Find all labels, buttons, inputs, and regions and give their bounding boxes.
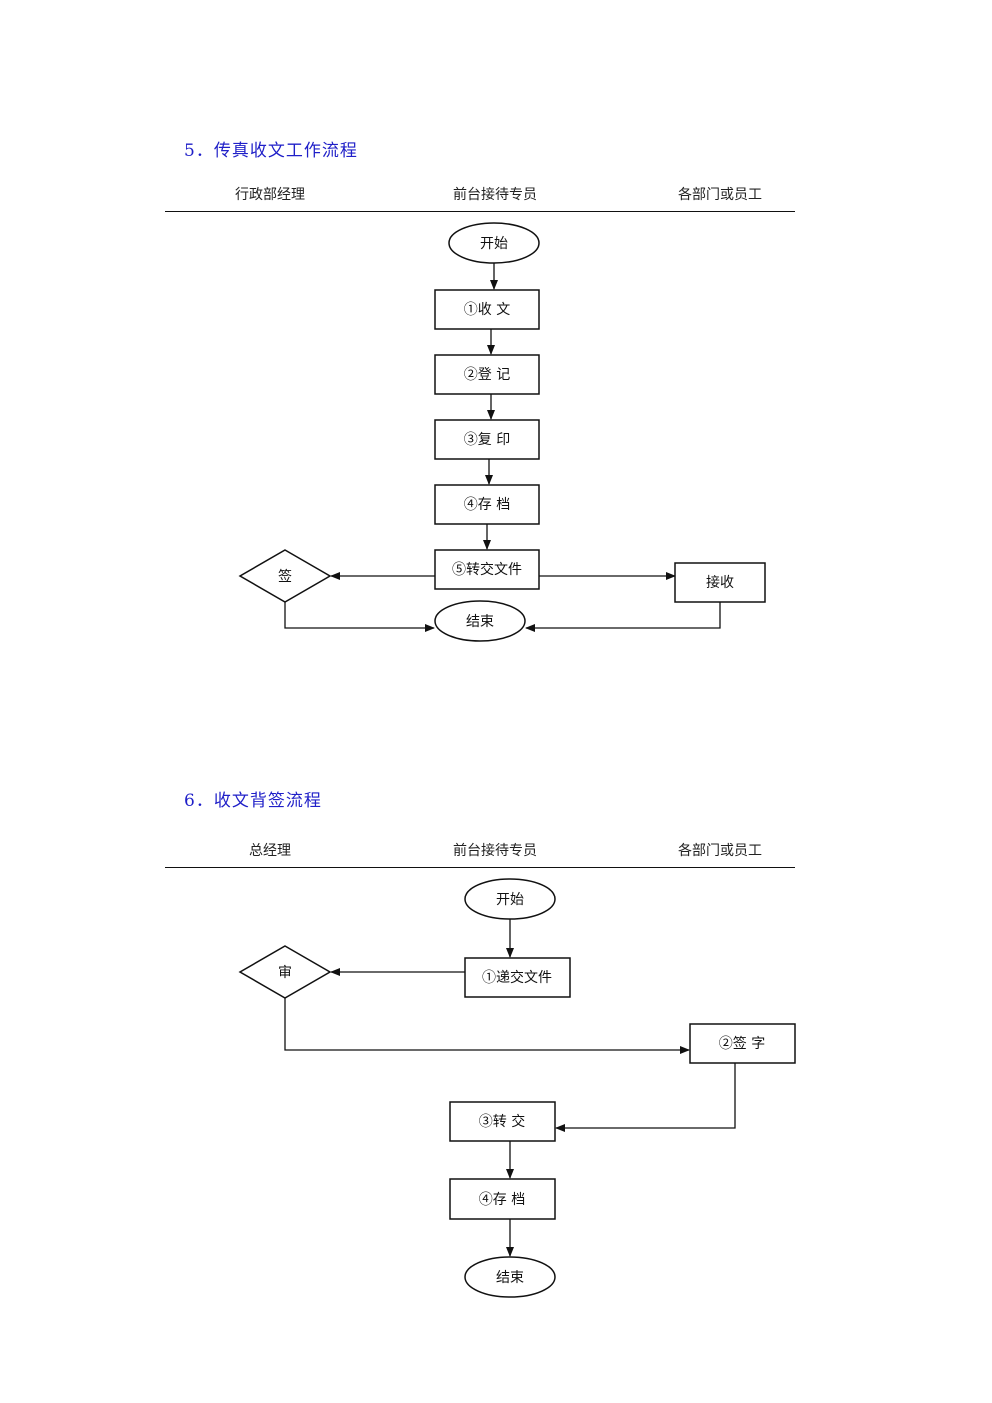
lane-label-departments: 各部门或员工 [678,187,762,203]
step-forward-document: ⑤转交文件 [434,549,540,590]
svg-text:结束: 结束 [466,614,494,630]
step-transfer: ③转 交 [449,1101,556,1142]
connector-sign-to-transfer [555,1063,736,1132]
lane-label-general-manager: 总经理 [249,843,291,859]
lane-divider [165,867,795,868]
svg-text:审: 审 [278,965,292,981]
svg-text:②登 记: ②登 记 [464,367,510,383]
svg-text:③复 印: ③复 印 [464,431,510,448]
svg-text:接收: 接收 [706,574,734,591]
start-node: 开始 [448,222,540,264]
svg-text:②签 字: ②签 字 [719,1035,765,1052]
connector-review-to-sign [284,998,690,1054]
svg-text:⑤转交文件: ⑤转交文件 [452,561,522,578]
decision-review: 审 [238,945,332,999]
connector-accept-to-end [525,602,721,632]
step-accept: 接收 [674,562,766,603]
step-register: ②登 记 [434,354,540,395]
lane-label-front-desk: 前台接待专员 [453,843,537,859]
section-title-back-sign: 6．收文背签流程 [184,791,322,811]
step-archive: ④存 档 [434,484,540,525]
end-node: 结束 [434,600,526,642]
svg-text:④存 档: ④存 档 [464,497,510,513]
svg-text:③转 交: ③转 交 [479,1113,525,1130]
connector-sign-to-end [284,602,435,632]
step-copy: ③复 印 [434,419,540,460]
step-receive-document: ①收 文 [434,289,540,330]
svg-text:开始: 开始 [496,892,524,908]
end-node: 结束 [464,1256,556,1298]
svg-text:④存 档: ④存 档 [479,1192,525,1208]
svg-text:开始: 开始 [480,236,508,252]
step-submit-document: ①递交文件 [464,957,571,998]
start-node: 开始 [464,878,556,920]
svg-text:①收 文: ①收 文 [464,302,510,318]
section-title-fax-receipt: 5．传真收文工作流程 [184,141,358,161]
step-archive: ④存 档 [449,1178,556,1220]
step-signature: ②签 字 [689,1023,796,1064]
flowchart-fax-receipt: 开始 ①收 文 ②登 记 ③复 印 ④存 档 ⑤转交文件 签 接收 结束 [238,222,766,642]
svg-text:①递交文件: ①递交文件 [482,969,552,986]
svg-text:结束: 结束 [496,1270,524,1286]
svg-text:签: 签 [278,568,292,585]
lane-label-departments: 各部门或员工 [678,843,762,859]
lane-divider [165,211,795,212]
lane-label-front-desk: 前台接待专员 [453,187,537,203]
decision-sign: 签 [238,549,332,603]
lane-label-admin-manager: 行政部经理 [235,187,305,203]
